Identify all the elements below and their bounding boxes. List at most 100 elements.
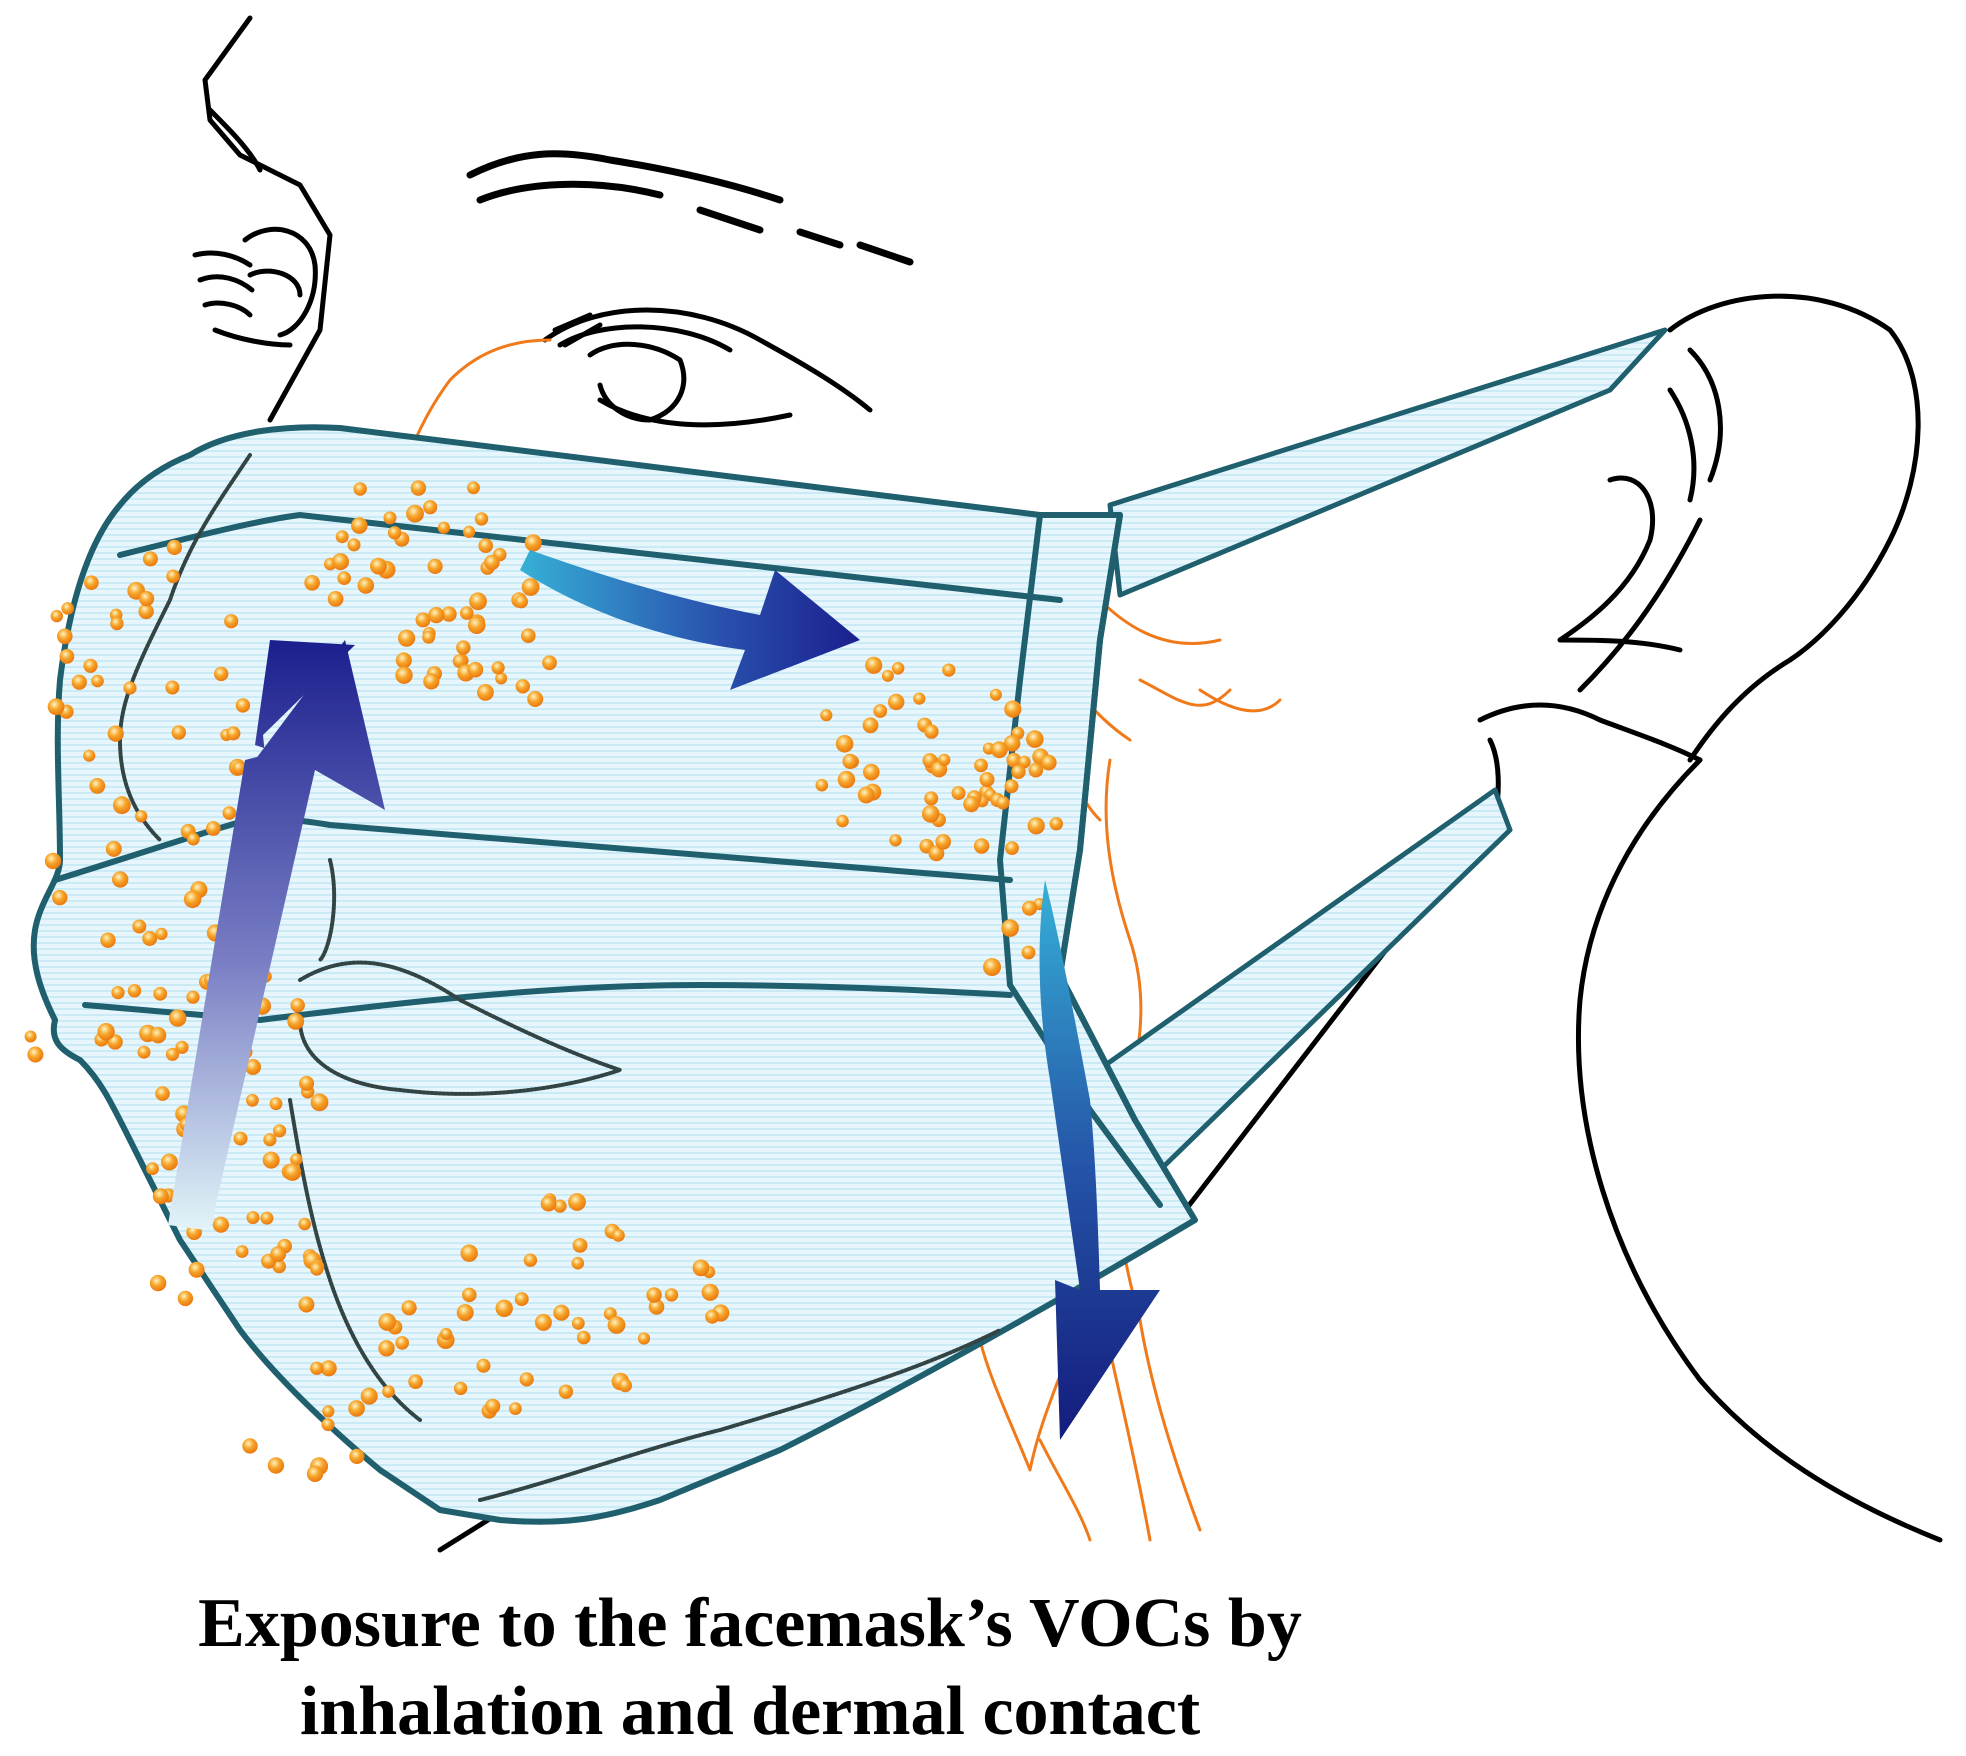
voc-particle-icon	[534, 1313, 552, 1331]
voc-particle-icon	[304, 575, 320, 591]
voc-particle-icon	[495, 672, 508, 685]
voc-particle-icon	[242, 1438, 258, 1454]
voc-particle-icon	[100, 932, 116, 948]
voc-particle-icon	[469, 592, 487, 611]
voc-particle-icon	[427, 558, 443, 575]
voc-particle-icon	[820, 709, 833, 722]
voc-particle-icon	[484, 554, 500, 571]
voc-particle-icon	[1001, 919, 1019, 937]
voc-particle-icon	[59, 649, 75, 664]
voc-particle-icon	[862, 717, 879, 734]
voc-particle-icon	[456, 1304, 474, 1322]
voc-particle-icon	[132, 919, 147, 934]
voc-particle-icon	[815, 778, 829, 792]
voc-particle-icon	[395, 1336, 410, 1350]
voc-particle-icon	[146, 1162, 159, 1176]
voc-particle-icon	[142, 931, 158, 946]
voc-particle-icon	[996, 796, 1010, 810]
mask-pleat-3	[82, 981, 1013, 1024]
voc-particle-icon	[1028, 762, 1044, 778]
voc-particle-icon	[287, 1013, 305, 1030]
voc-particle-icon	[235, 698, 251, 713]
voc-particle-icon	[928, 845, 945, 862]
voc-particle-icon	[44, 852, 62, 870]
voc-particle-icon	[149, 1027, 167, 1044]
mask-pleat-1	[117, 511, 1063, 603]
voc-particle-icon	[214, 666, 229, 682]
voc-particle-icon	[52, 889, 68, 906]
voc-particle-icon	[519, 1372, 534, 1387]
voc-particle-icon	[83, 658, 98, 673]
voc-particle-icon	[873, 704, 888, 718]
voc-particle-icon	[453, 1381, 468, 1396]
voc-particle-icon	[222, 806, 237, 820]
voc-particle-icon	[1040, 754, 1057, 771]
voc-particle-icon	[924, 791, 939, 806]
voc-particle-icon	[406, 504, 424, 523]
voc-particle-icon	[495, 1299, 513, 1318]
voc-particle-icon	[123, 681, 137, 695]
voc-particle-icon	[462, 1287, 477, 1303]
voc-particle-icon	[437, 521, 450, 534]
voc-particle-icon	[618, 1378, 632, 1393]
voc-particle-icon	[521, 628, 536, 643]
voc-particle-icon	[1004, 779, 1019, 794]
voc-particle-icon	[460, 1244, 478, 1262]
voc-particle-icon	[491, 661, 505, 675]
voc-particle-icon	[1005, 841, 1019, 855]
voc-particle-icon	[224, 614, 239, 629]
voc-particle-icon	[175, 1040, 189, 1054]
voc-particle-icon	[542, 655, 557, 671]
voc-particle-icon	[974, 758, 988, 773]
voc-particle-icon	[612, 1229, 625, 1242]
voc-particle-icon	[91, 674, 104, 688]
voc-particle-icon	[979, 772, 995, 787]
voc-particle-icon	[485, 1398, 501, 1414]
voc-particle-icon	[1026, 730, 1044, 748]
voc-particle-icon	[891, 662, 905, 675]
inhalation-arrow-head	[170, 640, 385, 1230]
voc-particle-icon	[290, 1153, 303, 1166]
voc-particle-icon	[888, 693, 905, 711]
voc-particle-icon	[889, 834, 902, 847]
voc-particle-icon	[299, 1075, 315, 1091]
voc-particle-icon	[263, 1133, 277, 1147]
voc-particle-icon	[171, 725, 186, 740]
voc-particle-icon	[320, 1360, 337, 1377]
voc-particle-icon	[440, 1327, 453, 1341]
voc-particle-icon	[607, 1316, 626, 1334]
voc-particle-icon	[1006, 752, 1022, 768]
voc-particle-icon	[353, 482, 367, 496]
voc-particle-icon	[514, 594, 528, 609]
voc-particle-icon	[110, 616, 124, 631]
mask-pleat-2	[52, 816, 1013, 883]
voc-particle-icon	[477, 684, 494, 701]
voc-particle-icon	[467, 661, 484, 678]
voc-particle-icon	[558, 1384, 574, 1399]
voc-particle-icon	[283, 1163, 302, 1181]
voc-particle-icon	[348, 1400, 365, 1417]
voc-particle-icon	[205, 821, 221, 836]
voc-particle-icon	[370, 557, 387, 575]
voc-particle-icon	[540, 1195, 557, 1212]
voc-particle-icon	[951, 786, 966, 801]
voc-particle-icon	[152, 1188, 169, 1205]
voc-particle-icon	[226, 726, 241, 741]
right-brow	[466, 150, 914, 266]
voc-particle-icon	[692, 1259, 710, 1277]
voc-particle-icon	[571, 1256, 585, 1270]
voc-particle-icon	[139, 591, 155, 607]
voc-particle-icon	[637, 1332, 651, 1345]
voc-particle-icon	[415, 612, 431, 628]
voc-particle-icon	[153, 986, 168, 1001]
voc-particle-icon	[646, 1287, 662, 1303]
voc-particle-icon	[701, 1283, 719, 1301]
voc-particle-icon	[523, 1253, 538, 1267]
nose-through-mask	[117, 453, 252, 842]
voc-particle-icon	[357, 577, 375, 594]
voc-particle-icon	[105, 840, 122, 857]
voc-particle-icon	[942, 663, 956, 677]
left-brow	[202, 15, 333, 423]
voc-particle-icon	[410, 480, 427, 496]
voc-particle-icon	[155, 927, 168, 941]
